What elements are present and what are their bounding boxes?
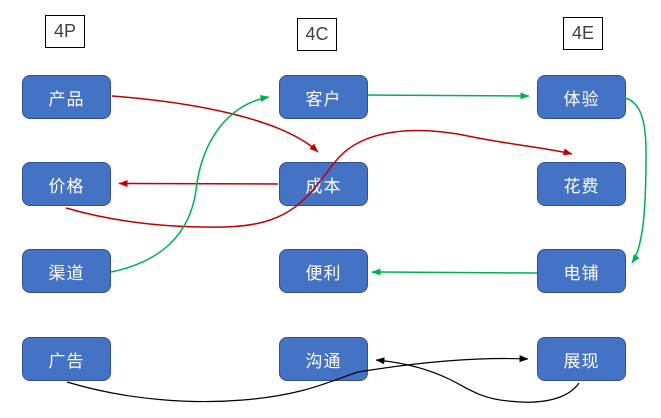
node-product: 产品: [22, 75, 111, 119]
node-experience: 体验: [537, 75, 626, 119]
edge-channel-to-customer-arrow: [110, 95, 270, 273]
node-price: 价格: [22, 162, 111, 206]
edge-cost-to-price-arrow: [118, 180, 279, 188]
node-communication: 沟通: [279, 337, 368, 381]
node-advertising: 广告: [22, 337, 111, 381]
node-cost: 成本: [279, 162, 368, 206]
node-expense: 花费: [537, 162, 626, 206]
header-4c: 4C: [297, 18, 337, 51]
node-convenience: 便利: [279, 249, 368, 293]
node-eshop: 电铺: [537, 249, 626, 293]
edge-experience-to-eshop-arrow: [624, 97, 647, 264]
node-channel: 渠道: [22, 249, 111, 293]
header-4e: 4E: [563, 17, 603, 50]
edge-customer-to-experience-arrow: [367, 92, 530, 100]
node-display: 展现: [537, 337, 626, 381]
node-customer: 客户: [279, 75, 368, 119]
header-4p: 4P: [45, 15, 85, 48]
edge-eshop-to-convenience-arrow: [371, 268, 538, 276]
